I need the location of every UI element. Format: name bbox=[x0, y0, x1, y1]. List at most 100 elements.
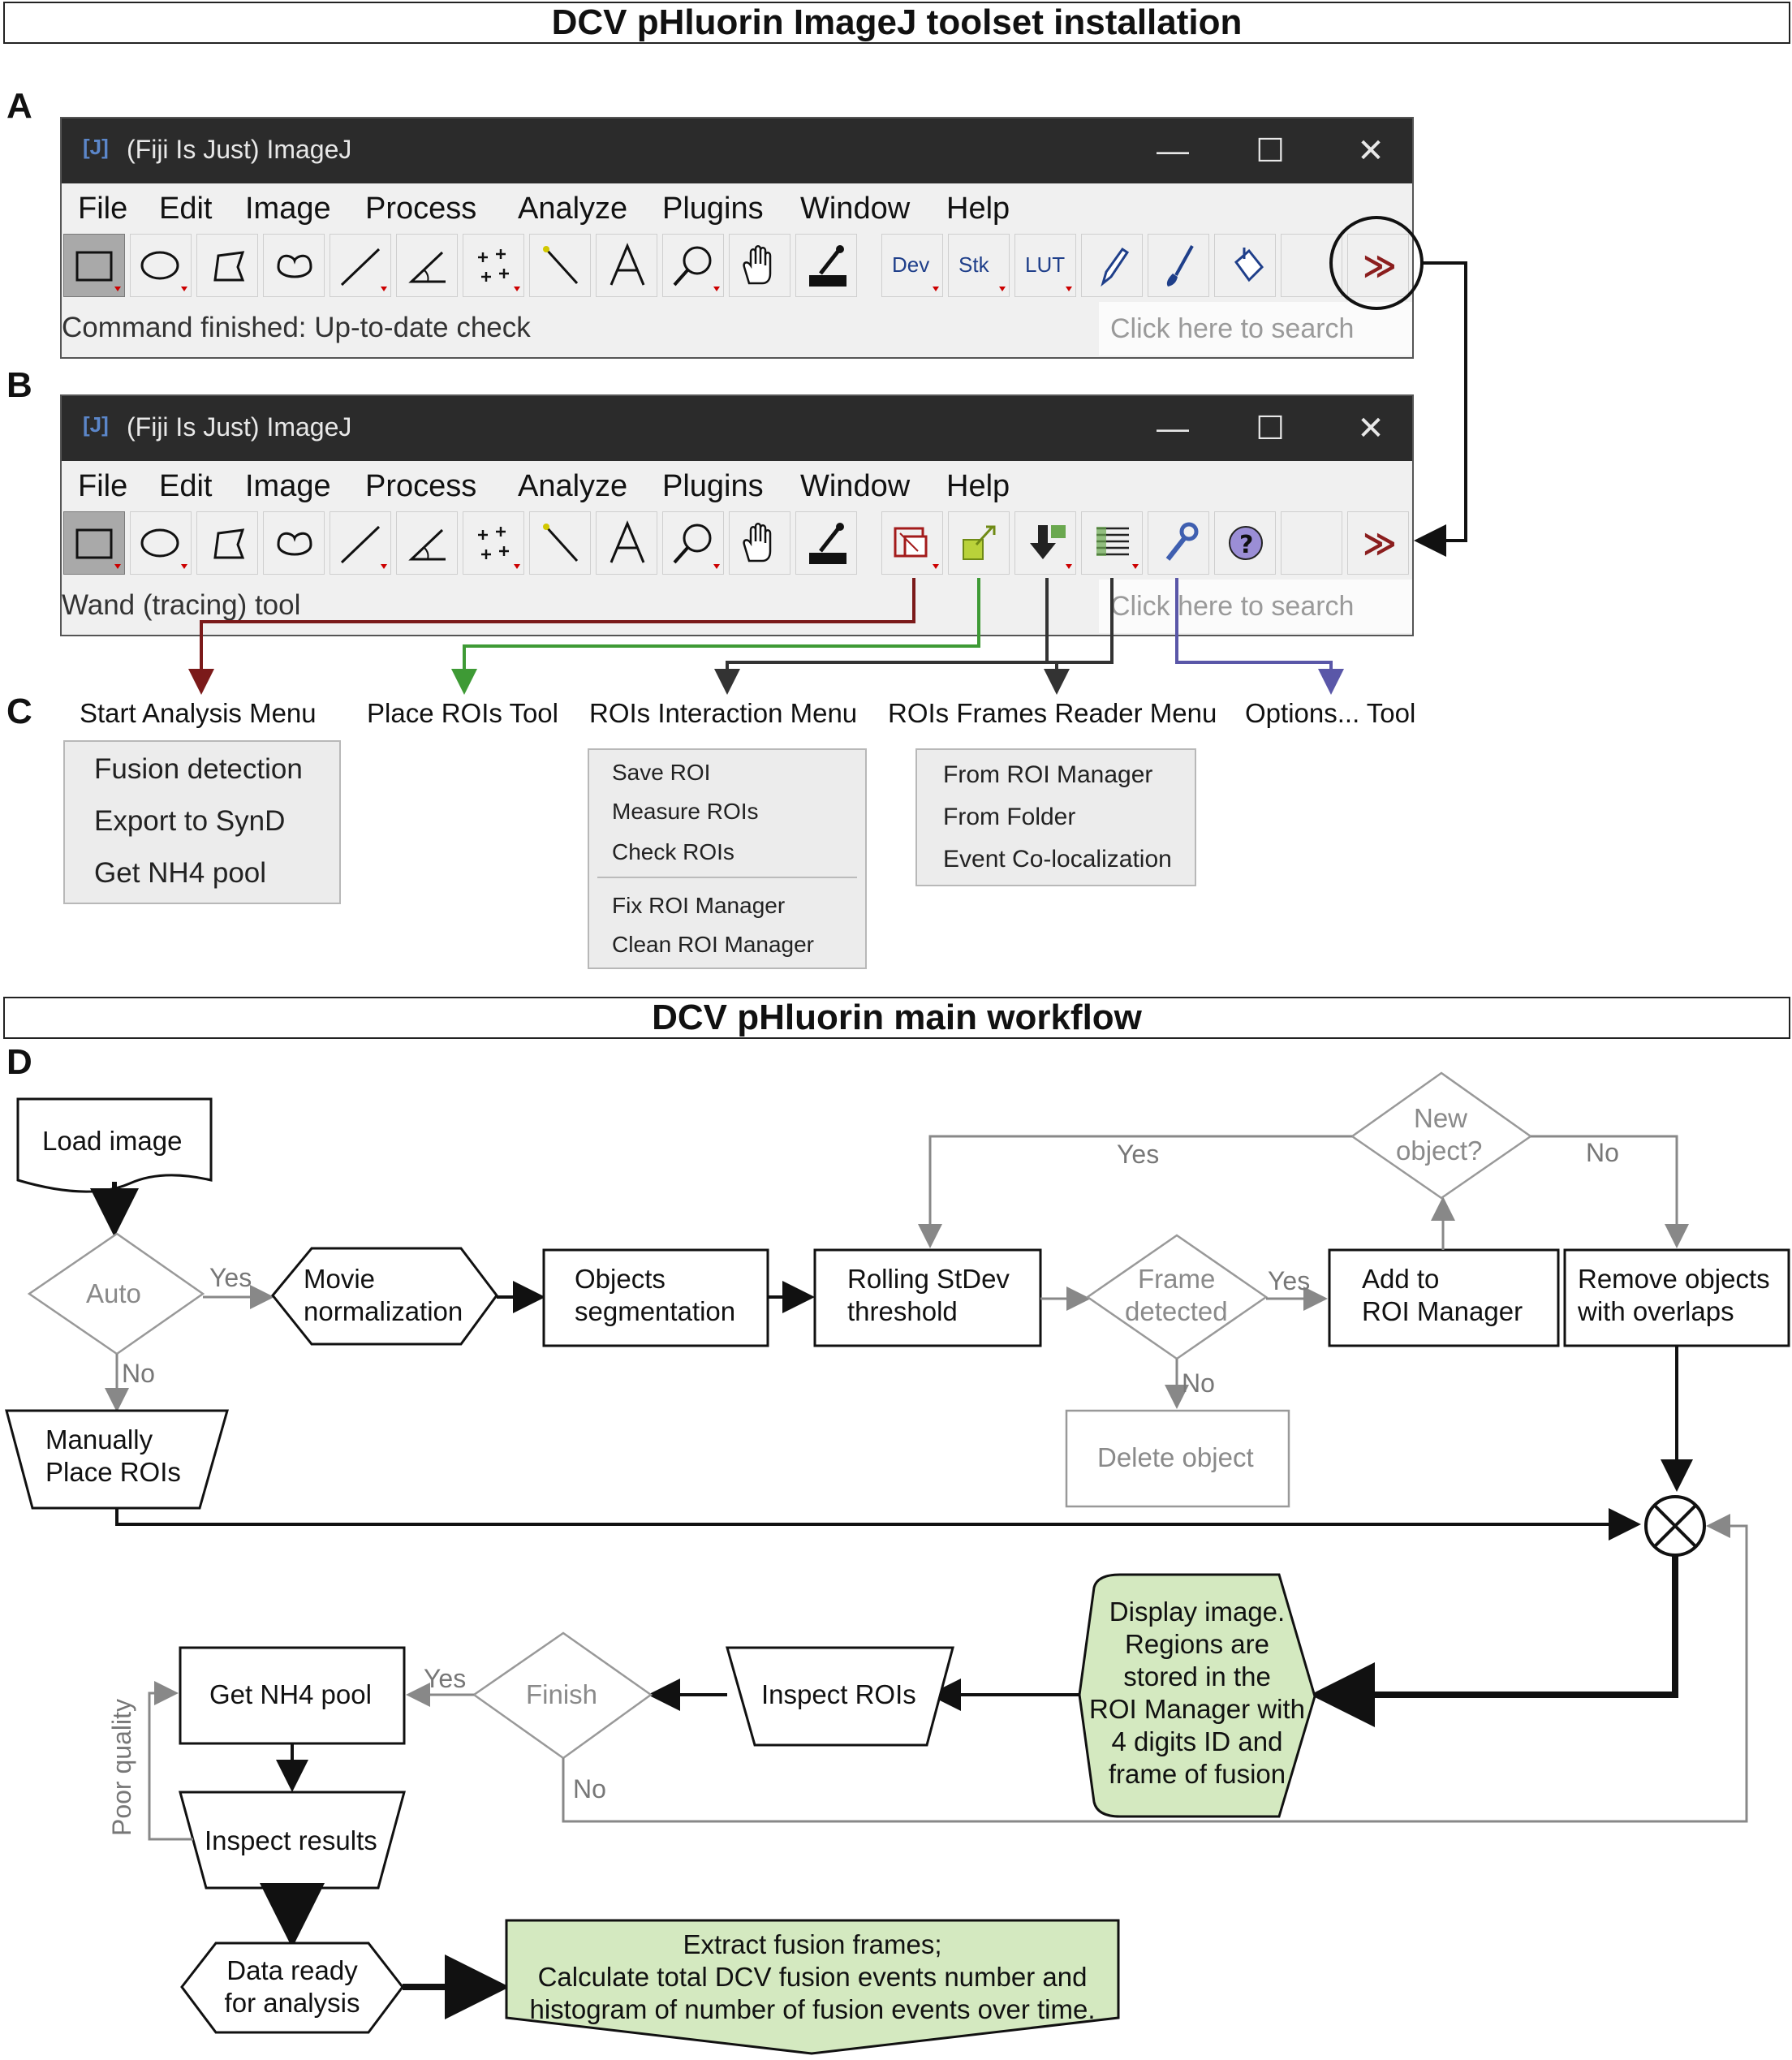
menu-window[interactable]: Window bbox=[800, 469, 911, 503]
start-analysis-menu-tool[interactable] bbox=[881, 511, 943, 575]
dropper-tool[interactable] bbox=[795, 511, 857, 575]
search-box[interactable]: Click here to search bbox=[1099, 302, 1412, 356]
title-bar: [J] (Fiji Is Just) ImageJ — ☐ ✕ bbox=[62, 396, 1412, 461]
frame-no-label: No bbox=[1182, 1368, 1215, 1398]
search-box[interactable]: Click here to search bbox=[1099, 580, 1412, 633]
finish-yes-label: Yes bbox=[424, 1664, 467, 1693]
oval-tool[interactable] bbox=[130, 511, 192, 575]
menu-image[interactable]: Image bbox=[245, 469, 331, 503]
wand-tool[interactable] bbox=[529, 234, 591, 297]
text-tool[interactable] bbox=[596, 511, 657, 575]
menu-item-fix-roi-manager[interactable]: Fix ROI Manager bbox=[612, 893, 786, 918]
maximize-button[interactable]: ☐ bbox=[1256, 411, 1285, 446]
maximize-button[interactable]: ☐ bbox=[1256, 133, 1285, 169]
dropper-tool[interactable] bbox=[795, 234, 857, 297]
manually-place-label-2: Place ROIs bbox=[45, 1457, 181, 1487]
menu-file[interactable]: File bbox=[78, 469, 128, 503]
more-tools-icon: ≫ bbox=[1363, 525, 1397, 562]
menu-help[interactable]: Help bbox=[946, 192, 1010, 226]
lut-tool[interactable]: LUT bbox=[1014, 234, 1076, 297]
rois-interaction-arrow bbox=[714, 578, 1049, 695]
rectangle-tool[interactable] bbox=[63, 234, 125, 297]
menu-item-clean-roi-manager[interactable]: Clean ROI Manager bbox=[612, 932, 815, 957]
text-tool[interactable] bbox=[596, 234, 657, 297]
more-tools-button[interactable]: ≫ bbox=[1347, 234, 1409, 297]
menu-analyze[interactable]: Analyze bbox=[518, 469, 628, 503]
auto-label: Auto bbox=[86, 1278, 141, 1308]
menu-item-from-roi-manager[interactable]: From ROI Manager bbox=[943, 761, 1153, 788]
freehand-tool[interactable] bbox=[263, 234, 325, 297]
menu-edit[interactable]: Edit bbox=[159, 469, 213, 503]
poor-quality-loop bbox=[148, 1681, 193, 1841]
imagej-window-a: [J] (Fiji Is Just) ImageJ — ☐ ✕ File Edi… bbox=[60, 117, 1414, 359]
minimize-button[interactable]: — bbox=[1157, 133, 1189, 169]
magnifier-tool[interactable] bbox=[662, 234, 724, 297]
options-tool-label: Options... Tool bbox=[1245, 698, 1416, 728]
freehand-tool[interactable] bbox=[263, 511, 325, 575]
menu-item-fusion-detection[interactable]: Fusion detection bbox=[94, 753, 303, 785]
menu-plugins[interactable]: Plugins bbox=[662, 192, 764, 226]
hand-tool[interactable] bbox=[729, 234, 790, 297]
remove-overlaps-shape bbox=[1563, 1248, 1790, 1347]
options-tool[interactable] bbox=[1148, 511, 1209, 575]
angle-tool[interactable] bbox=[396, 234, 458, 297]
finish-no-loop bbox=[562, 1514, 1748, 1823]
menu-plugins[interactable]: Plugins bbox=[662, 469, 764, 503]
panel-letter-c: C bbox=[6, 692, 32, 731]
menu-edit[interactable]: Edit bbox=[159, 192, 213, 226]
flood-fill-tool[interactable] bbox=[1214, 234, 1276, 297]
line-tool[interactable] bbox=[330, 511, 391, 575]
menu-file[interactable]: File bbox=[78, 192, 128, 226]
point-tool[interactable] bbox=[463, 234, 524, 297]
menu-item-event-colocalization[interactable]: Event Co-localization bbox=[943, 846, 1172, 873]
magnifier-tool[interactable] bbox=[662, 511, 724, 575]
help-tool[interactable]: ? bbox=[1214, 511, 1276, 575]
hand-tool[interactable] bbox=[729, 511, 790, 575]
menu-window[interactable]: Window bbox=[800, 192, 911, 226]
angle-tool[interactable] bbox=[396, 511, 458, 575]
point-tool[interactable] bbox=[463, 511, 524, 575]
menu-item-export-synd[interactable]: Export to SynD bbox=[94, 805, 286, 837]
newobj-no-label: No bbox=[1586, 1138, 1619, 1167]
polygon-tool[interactable] bbox=[196, 234, 258, 297]
menu-item-check-rois[interactable]: Check ROIs bbox=[612, 839, 734, 864]
rolling-stdev-label-2: threshold bbox=[847, 1296, 958, 1326]
data-ready-label-2: for analysis bbox=[224, 1988, 360, 2018]
rois-interaction-menu-tool[interactable] bbox=[1014, 511, 1076, 575]
menu-item-from-folder[interactable]: From Folder bbox=[943, 804, 1076, 830]
dev-tool[interactable]: Dev bbox=[881, 234, 943, 297]
stk-tool[interactable]: Stk bbox=[948, 234, 1010, 297]
more-tools-icon: ≫ bbox=[1363, 248, 1397, 285]
close-button[interactable]: ✕ bbox=[1357, 133, 1385, 169]
menu-image[interactable]: Image bbox=[245, 192, 331, 226]
menu-process[interactable]: Process bbox=[365, 192, 477, 226]
menu-item-get-nh4-pool[interactable]: Get NH4 pool bbox=[94, 857, 267, 889]
window-title: (Fiji Is Just) ImageJ bbox=[127, 135, 352, 164]
menu-separator bbox=[597, 877, 857, 878]
brush-tool[interactable] bbox=[1148, 234, 1209, 297]
menu-item-measure-rois[interactable]: Measure ROIs bbox=[612, 799, 759, 824]
menu-process[interactable]: Process bbox=[365, 469, 477, 503]
blank-tool-slot bbox=[1281, 511, 1342, 575]
close-button[interactable]: ✕ bbox=[1357, 411, 1385, 446]
menu-item-save-roi[interactable]: Save ROI bbox=[612, 760, 711, 785]
pencil-tool[interactable] bbox=[1081, 234, 1143, 297]
more-tools-button[interactable]: ≫ bbox=[1347, 511, 1409, 575]
status-bar: Command finished: Up-to-date check Click… bbox=[62, 302, 1412, 356]
oval-tool[interactable] bbox=[130, 234, 192, 297]
rois-frames-reader-menu-tool[interactable] bbox=[1081, 511, 1143, 575]
rectangle-tool[interactable] bbox=[63, 511, 125, 575]
wand-tool[interactable] bbox=[529, 511, 591, 575]
minimize-button[interactable]: — bbox=[1157, 411, 1189, 446]
place-rois-tool[interactable] bbox=[948, 511, 1010, 575]
manual-to-junction-arrow bbox=[115, 1508, 1641, 1541]
rois-frames-arrow-2 bbox=[1057, 578, 1114, 664]
inspect-results-label: Inspect results bbox=[205, 1825, 377, 1855]
remove-overlaps-label-2: with overlaps bbox=[1578, 1296, 1734, 1326]
objects-segmentation-label-2: segmentation bbox=[575, 1296, 736, 1326]
polygon-tool[interactable] bbox=[196, 511, 258, 575]
menu-analyze[interactable]: Analyze bbox=[518, 192, 628, 226]
menu-help[interactable]: Help bbox=[946, 469, 1010, 503]
line-tool[interactable] bbox=[330, 234, 391, 297]
title-bar: [J] (Fiji Is Just) ImageJ — ☐ ✕ bbox=[62, 119, 1412, 183]
